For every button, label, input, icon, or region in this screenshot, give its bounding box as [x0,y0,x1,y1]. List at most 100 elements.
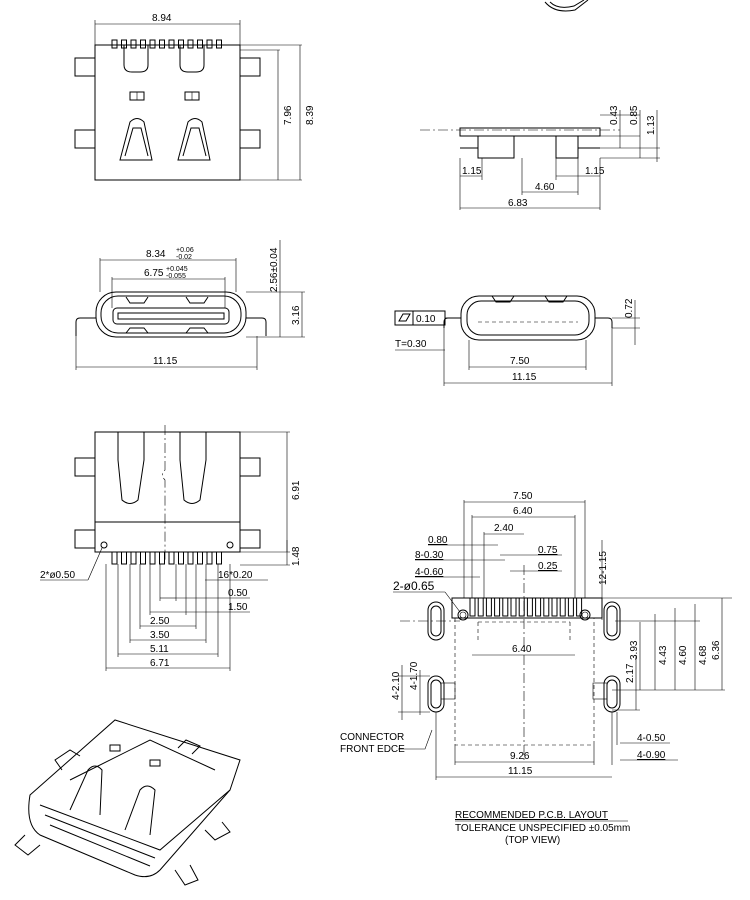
bottom-pin [140,551,146,565]
pcb-dim-6-40: 6.40 [513,506,533,517]
top-pin [168,39,175,49]
top-pin [130,39,137,49]
pcb-label-pad-len: 12-1.15 [598,551,609,585]
dim-lead-height: 0.72 [624,298,635,318]
pcb-dim-4-1-70: 4-1.70 [409,661,420,690]
bottom-pin [197,551,203,565]
pcb-pad [559,597,566,617]
label-pins: 16*0.20 [218,570,253,581]
dim-thickness: T=0.30 [395,339,427,350]
pitch-dim-label: 2.50 [150,616,170,627]
dim-total: 6.83 [508,198,528,209]
bottom-pin [121,551,127,565]
top-pin [111,39,118,49]
pcb-label-0-75: 0.75 [538,545,558,556]
pcb-dim-4-2-10: 4-2.10 [391,671,402,700]
bottom-pin [130,551,137,565]
top-pin [197,39,203,49]
dim-total-width: 11.15 [153,356,178,367]
pcb-dim-11-15: 11.15 [508,766,533,777]
pcb-label-8-0-30: 8-0.30 [415,550,444,561]
dim-total-length: 8.39 [305,105,316,125]
pcb-pad [510,597,517,617]
pcb-tolerance: TOLERANCE UNSPECIFIED ±0.05mm [455,823,630,834]
top-pin [216,39,222,49]
outer-tol-minus: -0.02 [176,254,192,261]
top-pin [206,39,213,49]
pcb-pad [567,597,574,617]
bottom-view: 6.91 1.48 2*ø0.50 16*0.20 0.501.502.503.… [40,425,302,671]
pcb-pad [485,597,492,617]
pcb-dim-2-40: 2.40 [494,523,514,534]
pcb-dim-slot-b: 4-0.90 [637,750,666,761]
dim-top-width: 8.94 [152,13,172,24]
pitch-dim-label: 5.11 [150,644,169,655]
pcb-dim-4-60: 4.60 [678,645,689,665]
pitch-dim-label: 6.71 [150,658,170,669]
pcb-dim-6-36: 6.36 [711,640,722,660]
top-pin [178,39,184,49]
dim-body-length-bottom: 6.91 [291,480,302,500]
dim-lead-span: 7.50 [510,356,530,367]
pitch-dim-label: 1.50 [228,602,248,613]
top-pin [149,39,156,49]
dim-h1: 0.43 [609,105,620,125]
pcb-layout: 7.50 6.40 2.40 0.80 8-0.30 4-0.60 0.75 0… [340,491,732,846]
pcb-label-0-25: 0.25 [538,561,558,572]
bottom-pin [178,551,184,565]
top-pin [187,39,194,49]
label-holes: 2*ø0.50 [40,570,75,581]
outer-tol-plus: +0.06 [176,247,194,254]
pcb-dim-4-43: 4.43 [658,645,669,665]
pcb-dim-7-50: 7.50 [513,491,533,502]
pcb-dim-2-17: 2.17 [625,663,636,683]
dim-inner: 6.75 [144,268,164,279]
pcb-dim-9-26: 9.26 [510,751,530,762]
pcb-pad [551,597,558,617]
connector-note-line2: FRONT EDCE [340,744,405,755]
dim-mid: 4.60 [535,182,555,193]
bottom-pin [206,551,213,565]
front-view: 8.34 +0.06 -0.02 6.75 +0.045 -0.055 2.56… [75,240,305,370]
dim-body-length: 7.96 [283,105,294,125]
dim-h2: 0.85 [629,105,640,125]
side-view: 0.43 0.85 1.13 1.15 1.15 4.60 6.83 [420,105,660,210]
bottom-pin [216,551,222,565]
partial-iso-view [544,0,589,12]
dim-right: 1.15 [585,166,605,177]
pcb-pad [494,597,501,617]
bottom-pin [149,551,156,565]
dim-total-width-2: 11.15 [512,372,537,383]
bottom-pin [159,551,165,565]
pcb-label-holes: 2-ø0.65 [393,579,435,593]
pcb-pad [518,597,525,617]
bottom-pin [111,551,118,565]
dim-outer: 8.34 [146,249,166,260]
pcb-pad [535,597,542,617]
pcb-pad [477,597,484,617]
top-pin [159,39,165,49]
flatness-callout: 0.10 [394,310,460,326]
pitch-dim-label: 3.50 [150,630,170,641]
bottom-pin [168,551,175,565]
top-pin [140,39,146,49]
dim-total-height: 3.16 [291,305,302,325]
pcb-pad [543,597,550,617]
pcb-pad [526,597,533,617]
inner-tol-plus: +0.045 [166,266,188,273]
pcb-pad [502,597,509,617]
pcb-label-4-0-60: 4-0.60 [415,567,444,578]
top-view: 8.94 7.96 8.39 [74,13,316,181]
pcb-title: RECOMMENDED P.C.B. LAYOUT [455,810,608,821]
front-view-leads: 0.72 0.10 T=0.30 7.50 11.15 [394,295,640,386]
connector-note-line1: CONNECTOR [340,732,404,743]
inner-tol-minus: -0.055 [166,273,186,280]
dim-height: 2.56±0.04 [269,247,280,292]
pitch-dim-label: 0.50 [228,588,248,599]
pcb-pad [576,597,583,617]
pcb-view-label: (TOP VIEW) [505,835,560,846]
pcb-pad [469,597,476,617]
dim-h3: 1.13 [646,115,657,135]
